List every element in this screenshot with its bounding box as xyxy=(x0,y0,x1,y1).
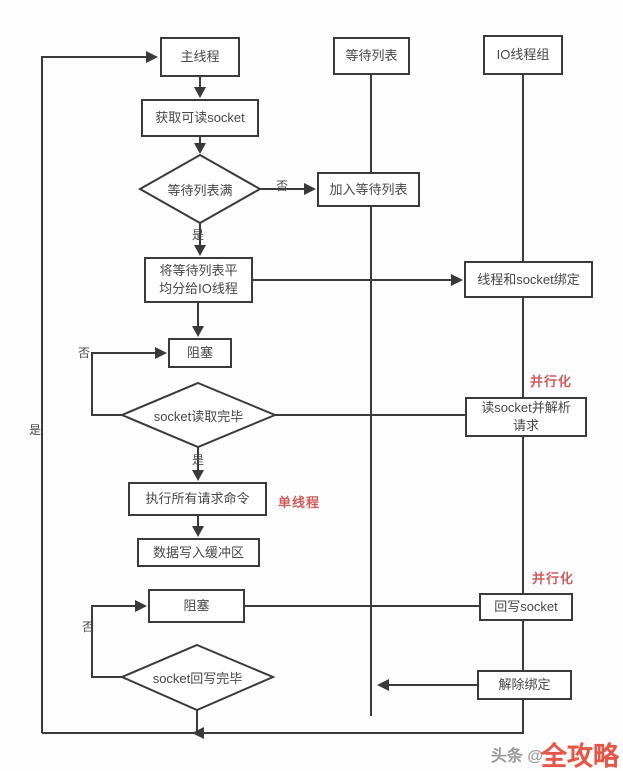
arrowhead-bottom-left xyxy=(192,727,204,739)
annotation-parallel-read: 并行化 xyxy=(530,374,573,389)
flow-lines xyxy=(41,56,524,734)
decision-wait-list-full-shape xyxy=(137,153,263,225)
node-unbind: 解除绑定 xyxy=(477,670,572,700)
node-write-data-buffer: 数据写入缓冲区 xyxy=(137,538,260,567)
arrowhead-unbind-left xyxy=(377,679,389,691)
node-read-socket-parse: 读socket并解析 请求 xyxy=(465,397,587,437)
arrowheads xyxy=(135,51,463,739)
annotation-parallel-write: 并行化 xyxy=(532,571,575,586)
label-write-done-no: 否 xyxy=(82,620,95,634)
node-wait-list-header: 等待列表 xyxy=(333,37,410,75)
edge-io-lifeline-bottom xyxy=(42,75,524,734)
watermark-source-text: 头条 @ xyxy=(490,748,543,765)
edge-loop-back-left xyxy=(41,56,146,733)
node-main-thread: 主线程 xyxy=(160,37,240,77)
watermark-brand-text: 全攻略 xyxy=(540,741,619,771)
label-wait-list-full-no: 否 xyxy=(276,179,289,193)
decision-socket-write-done-shape xyxy=(119,643,276,712)
node-join-wait-list: 加入等待列表 xyxy=(317,172,420,207)
arrowhead-into-distribute xyxy=(194,245,206,256)
decision-diamonds xyxy=(119,153,278,712)
arrowhead-into-execute xyxy=(192,470,204,481)
decision-socket-read-done-shape xyxy=(119,381,278,449)
node-get-readable-socket: 获取可读socket xyxy=(141,99,259,137)
label-wait-list-full-yes: 是 xyxy=(192,228,205,242)
arrowhead-into-buffer xyxy=(192,526,204,537)
edge-decision3-no-loop xyxy=(91,605,135,678)
arrowhead-into-join xyxy=(304,183,316,195)
arrowhead-no-loop2 xyxy=(135,600,147,612)
arrowhead-into-get xyxy=(194,87,206,98)
annotation-single-thread: 单线程 xyxy=(278,495,321,510)
label-loop-back-yes: 是 xyxy=(29,423,42,437)
node-write-back-socket: 回写socket xyxy=(479,593,573,621)
label-read-done-no: 否 xyxy=(78,346,91,360)
arrowhead-into-main xyxy=(146,51,158,63)
node-distribute-wait-list: 将等待列表平 均分给IO线程 xyxy=(144,257,253,303)
node-block-read: 阻塞 xyxy=(168,338,232,368)
node-execute-all-commands: 执行所有请求命令 xyxy=(128,482,267,516)
label-read-done-yes: 是 xyxy=(192,453,205,467)
arrowhead-into-decision1 xyxy=(194,143,206,154)
node-io-thread-group-header: IO线程组 xyxy=(483,35,563,75)
edge-decision2-no-loop xyxy=(91,352,155,416)
node-bind-thread-socket: 线程和socket绑定 xyxy=(464,261,593,298)
arrowhead-no-loop1 xyxy=(155,347,167,359)
arrowhead-into-bind xyxy=(451,274,463,286)
node-block-write: 阻塞 xyxy=(148,589,245,623)
arrowhead-into-block1 xyxy=(192,326,204,337)
watermark: 头条 @ 全攻略 xyxy=(491,736,619,771)
